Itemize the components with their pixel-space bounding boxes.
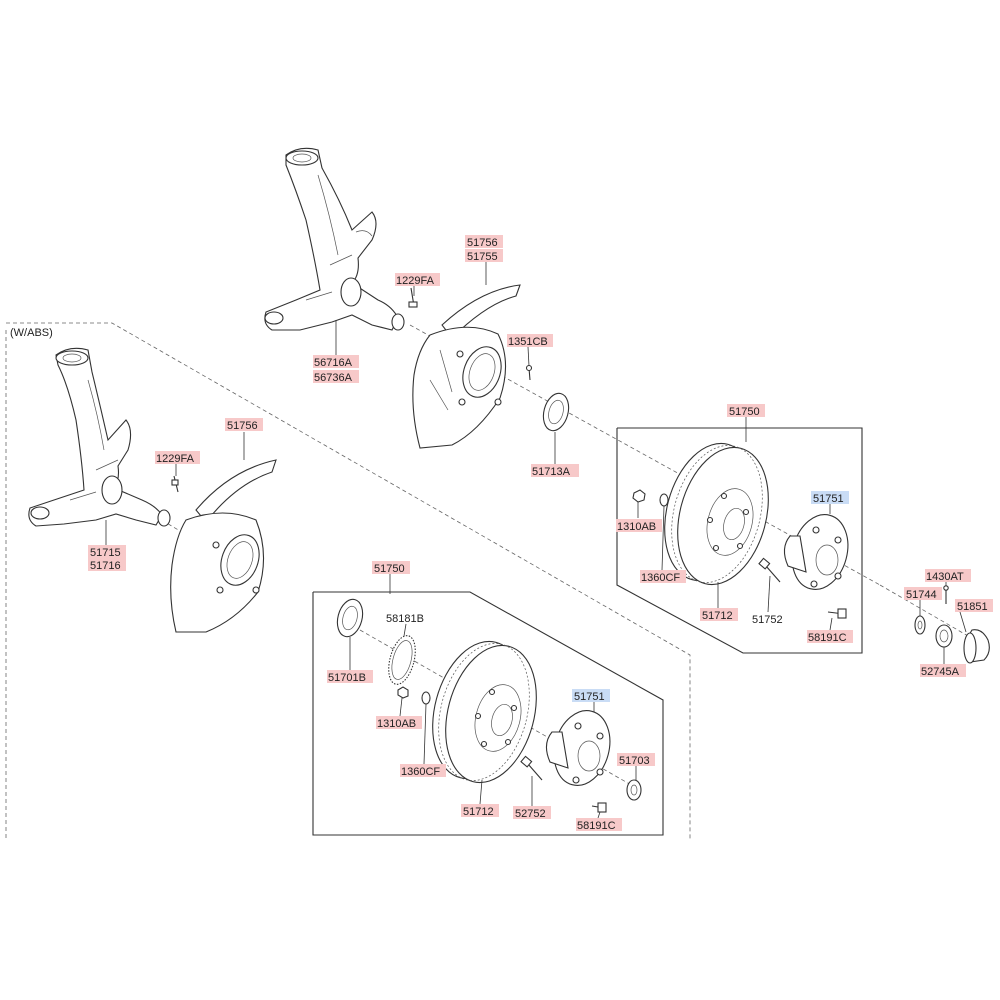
label-1360CF-bottom: 1360CF — [401, 766, 440, 778]
label-51751-right: 51751 — [813, 493, 844, 505]
label-56736A: 56736A — [314, 372, 353, 384]
label-51713A: 51713A — [532, 466, 571, 478]
assembly-box-right — [616, 427, 863, 654]
abs-variant-label: (W/ABS) — [10, 327, 53, 339]
dust-cover-abs — [170, 459, 277, 633]
dust-cover-top — [412, 284, 521, 449]
nut-1310AB-bottom — [397, 686, 409, 699]
abs-variant-boundary — [5, 322, 691, 840]
washer-51703 — [626, 779, 642, 801]
bolt-58191C-right — [827, 608, 847, 619]
label-51712-right: 51712 — [702, 610, 733, 622]
nut-1310AB-right — [632, 489, 646, 503]
bolt-top-1229FA — [408, 287, 418, 308]
label-1310AB-right: 1310AB — [617, 521, 656, 533]
label-51750-bottom: 51750 — [374, 563, 405, 575]
seal-51701B — [336, 598, 364, 638]
label-51712-bottom: 51712 — [463, 806, 494, 818]
label-1430AT: 1430AT — [926, 571, 964, 583]
label-51716: 51716 — [90, 560, 121, 572]
label-51751-bottom: 51751 — [574, 691, 605, 703]
label-51851: 51851 — [957, 601, 988, 613]
part-labels: 56716A 56736A 1229FA 51756 51755 1351CB … — [88, 235, 993, 832]
assembly-box-bottom — [312, 591, 664, 836]
label-1351CB: 1351CB — [508, 336, 548, 348]
lock-nut-52745A — [935, 624, 953, 648]
abs-tone-ring-58181B — [388, 635, 416, 685]
steering-knuckle-abs — [28, 347, 171, 527]
label-52752: 52752 — [515, 808, 546, 820]
washer-51744 — [914, 615, 926, 635]
wheel-bolt-51752-right — [758, 557, 781, 583]
screw-1351CB — [525, 364, 533, 381]
label-58191C-bottom: 58191C — [577, 820, 616, 832]
label-56716A: 56716A — [314, 357, 353, 369]
seal-51713A — [542, 392, 570, 432]
label-1229FA-left: 1229FA — [156, 453, 195, 465]
wheel-hub-right — [783, 514, 849, 590]
washer-1360CF-bottom — [421, 691, 431, 705]
label-58191C-right: 58191C — [808, 632, 847, 644]
label-51715: 51715 — [90, 547, 121, 559]
label-51755: 51755 — [467, 251, 498, 263]
label-1310AB-bottom: 1310AB — [377, 718, 416, 730]
wheel-hub-bottom — [545, 710, 611, 786]
label-51752-right: 51752 — [752, 614, 783, 626]
bolt-left-1229FA — [171, 475, 179, 493]
label-1360CF-right: 1360CF — [641, 572, 680, 584]
label-51744: 51744 — [906, 589, 937, 601]
brake-disc-right — [664, 442, 769, 586]
washer-1360CF-right — [659, 493, 669, 507]
label-51756-top: 51756 — [467, 237, 498, 249]
hub-cap-51851 — [963, 629, 990, 664]
leader-lines — [105, 261, 967, 819]
label-51703: 51703 — [619, 755, 650, 767]
label-1229FA-top: 1229FA — [396, 275, 435, 287]
label-52745A: 52745A — [921, 666, 960, 678]
label-51701B: 51701B — [328, 672, 366, 684]
label-58181B: 58181B — [386, 613, 424, 625]
wheel-bolt-52752-bottom — [520, 755, 543, 781]
label-51756-left: 51756 — [227, 420, 258, 432]
cotter-pin-1430AT — [943, 585, 949, 604]
brake-disc-bottom — [432, 640, 537, 784]
bolt-58191C-bottom — [591, 802, 607, 813]
label-51750-right: 51750 — [729, 406, 760, 418]
steering-knuckle-top — [264, 147, 405, 331]
